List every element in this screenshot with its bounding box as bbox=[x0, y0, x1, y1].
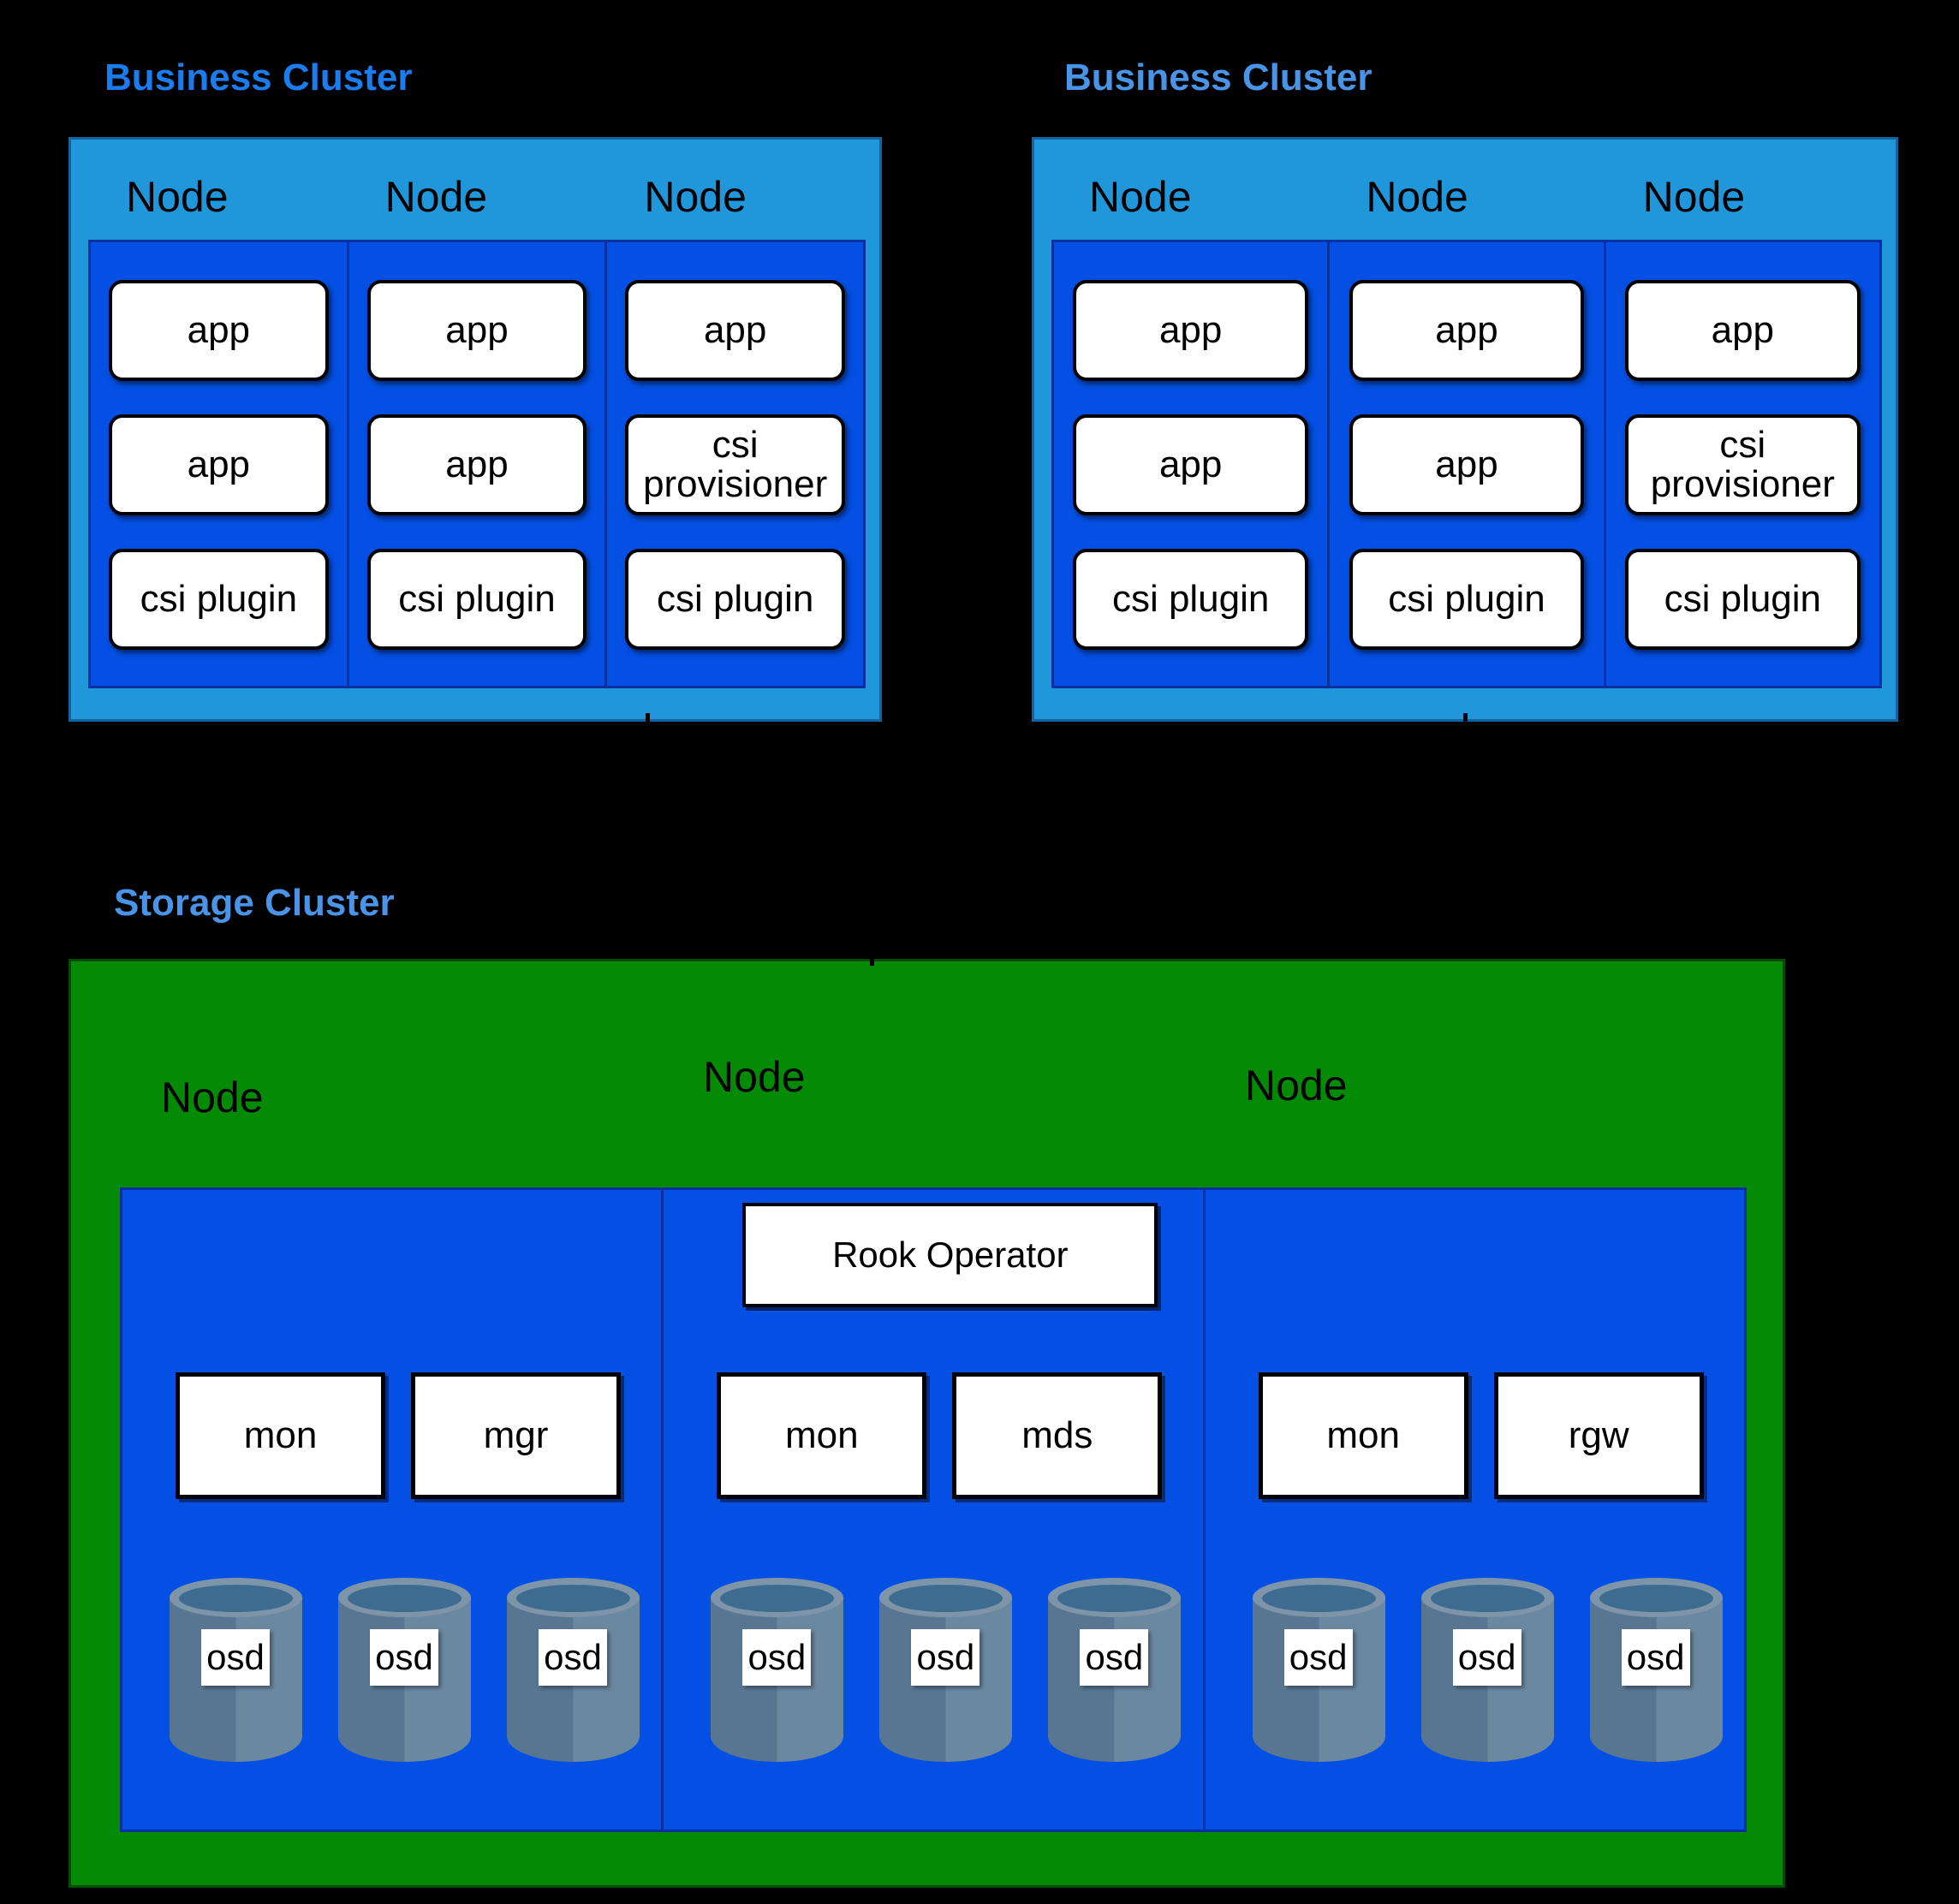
connector-tick bbox=[1463, 713, 1468, 729]
osd-label: osd bbox=[1283, 1629, 1353, 1686]
business-cluster-1-inner-panel: app app csi plugin app app csi plugin ap… bbox=[88, 240, 866, 688]
node-column: app app csi plugin bbox=[1330, 242, 1606, 686]
osd-cylinder-icon: osd bbox=[170, 1578, 302, 1762]
storage-node-column: mon rgw osd osd os bbox=[1206, 1190, 1744, 1830]
business-cluster-1-node-header: Node Node Node bbox=[88, 140, 866, 240]
storage-node-column: Rook Operator mon mds osd osd bbox=[664, 1190, 1206, 1830]
node-label: Node bbox=[1245, 1062, 1348, 1110]
cylinder-opening bbox=[516, 1585, 630, 1612]
cylinder-opening bbox=[348, 1585, 461, 1612]
cylinder-opening bbox=[179, 1585, 293, 1612]
daemon-mds: mds bbox=[952, 1372, 1163, 1499]
pod-app: app bbox=[1349, 414, 1585, 515]
osd-cylinder-icon: osd bbox=[1048, 1578, 1182, 1762]
pod-app: app bbox=[1625, 280, 1861, 381]
osd-label: osd bbox=[539, 1629, 607, 1686]
pod-app: app bbox=[1349, 280, 1585, 381]
osd-label: osd bbox=[1621, 1629, 1690, 1686]
daemon-mon: mon bbox=[176, 1372, 385, 1499]
storage-cluster-box: Node Node Node mon mgr osd osd bbox=[68, 959, 1785, 1888]
osd-cylinder-icon: osd bbox=[507, 1578, 640, 1762]
osd-label: osd bbox=[742, 1629, 812, 1686]
osd-cylinder-icon: osd bbox=[338, 1578, 471, 1762]
pod-csi-provisioner: csi provisioner bbox=[1625, 414, 1861, 515]
osd-label: osd bbox=[370, 1629, 438, 1686]
business-cluster-1-title: Business Cluster bbox=[104, 57, 413, 98]
pod-app: app bbox=[1073, 414, 1308, 515]
pod-app: app bbox=[625, 280, 846, 381]
osd-label: osd bbox=[1080, 1629, 1149, 1686]
node-label: Node bbox=[1366, 173, 1468, 221]
pod-csi-plugin: csi plugin bbox=[108, 549, 329, 650]
node-column: app app csi plugin bbox=[1054, 242, 1331, 686]
storage-node-column: mon mgr osd osd os bbox=[122, 1190, 664, 1830]
cylinder-opening bbox=[1430, 1585, 1545, 1612]
pod-app: app bbox=[108, 414, 329, 515]
storage-cluster-title: Storage Cluster bbox=[114, 882, 395, 924]
business-cluster-1-box: Node Node Node app app csi plugin app ap… bbox=[68, 137, 882, 722]
node-label: Node bbox=[126, 173, 229, 221]
osd-label: osd bbox=[201, 1629, 270, 1686]
pod-csi-plugin: csi plugin bbox=[1349, 549, 1585, 650]
node-label: Node bbox=[161, 1074, 264, 1122]
pod-app: app bbox=[108, 280, 329, 381]
cylinder-opening bbox=[1057, 1585, 1172, 1612]
node-column: app app csi plugin bbox=[91, 242, 349, 686]
business-cluster-2-inner-panel: app app csi plugin app app csi plugin ap… bbox=[1051, 240, 1882, 688]
pod-app: app bbox=[366, 414, 587, 515]
daemon-mon: mon bbox=[717, 1372, 927, 1499]
osd-cylinder-icon: osd bbox=[879, 1578, 1013, 1762]
node-label: Node bbox=[1089, 173, 1192, 221]
business-cluster-2-node-header: Node Node Node bbox=[1051, 140, 1882, 240]
cylinder-opening bbox=[720, 1585, 835, 1612]
business-cluster-2-box: Node Node Node app app csi plugin app ap… bbox=[1032, 137, 1898, 722]
connector-tick bbox=[870, 950, 874, 966]
storage-cluster-inner-panel: mon mgr osd osd os bbox=[120, 1187, 1747, 1832]
node-column: app csi provisioner csi plugin bbox=[1606, 242, 1879, 686]
osd-cylinder-icon: osd bbox=[1252, 1578, 1385, 1762]
osd-cylinder-icon: osd bbox=[711, 1578, 844, 1762]
node-label: Node bbox=[1642, 173, 1746, 221]
cylinder-opening bbox=[1261, 1585, 1376, 1612]
pod-csi-plugin: csi plugin bbox=[366, 549, 587, 650]
connector-tick bbox=[646, 713, 650, 729]
pod-app: app bbox=[1073, 280, 1308, 381]
node-column: app csi provisioner csi plugin bbox=[607, 242, 863, 686]
daemon-mgr: mgr bbox=[411, 1372, 621, 1499]
osd-cylinder-icon: osd bbox=[1420, 1578, 1554, 1762]
node-label: Node bbox=[703, 1053, 806, 1101]
pod-csi-plugin: csi plugin bbox=[1073, 549, 1308, 650]
daemon-rgw: rgw bbox=[1493, 1372, 1704, 1499]
rook-operator-box: Rook Operator bbox=[742, 1203, 1158, 1307]
cylinder-opening bbox=[1599, 1585, 1713, 1612]
daemon-mon: mon bbox=[1258, 1372, 1468, 1499]
node-column: app app csi plugin bbox=[349, 242, 608, 686]
osd-label: osd bbox=[1452, 1629, 1521, 1686]
node-label: Node bbox=[384, 173, 488, 221]
pod-app: app bbox=[366, 280, 587, 381]
business-cluster-2-title: Business Cluster bbox=[1064, 57, 1372, 98]
cylinder-opening bbox=[889, 1585, 1003, 1612]
node-label: Node bbox=[644, 173, 747, 221]
pod-csi-plugin: csi plugin bbox=[1625, 549, 1861, 650]
pod-csi-plugin: csi plugin bbox=[625, 549, 846, 650]
pod-csi-provisioner: csi provisioner bbox=[625, 414, 846, 515]
osd-cylinder-icon: osd bbox=[1589, 1578, 1723, 1762]
osd-label: osd bbox=[911, 1629, 980, 1686]
